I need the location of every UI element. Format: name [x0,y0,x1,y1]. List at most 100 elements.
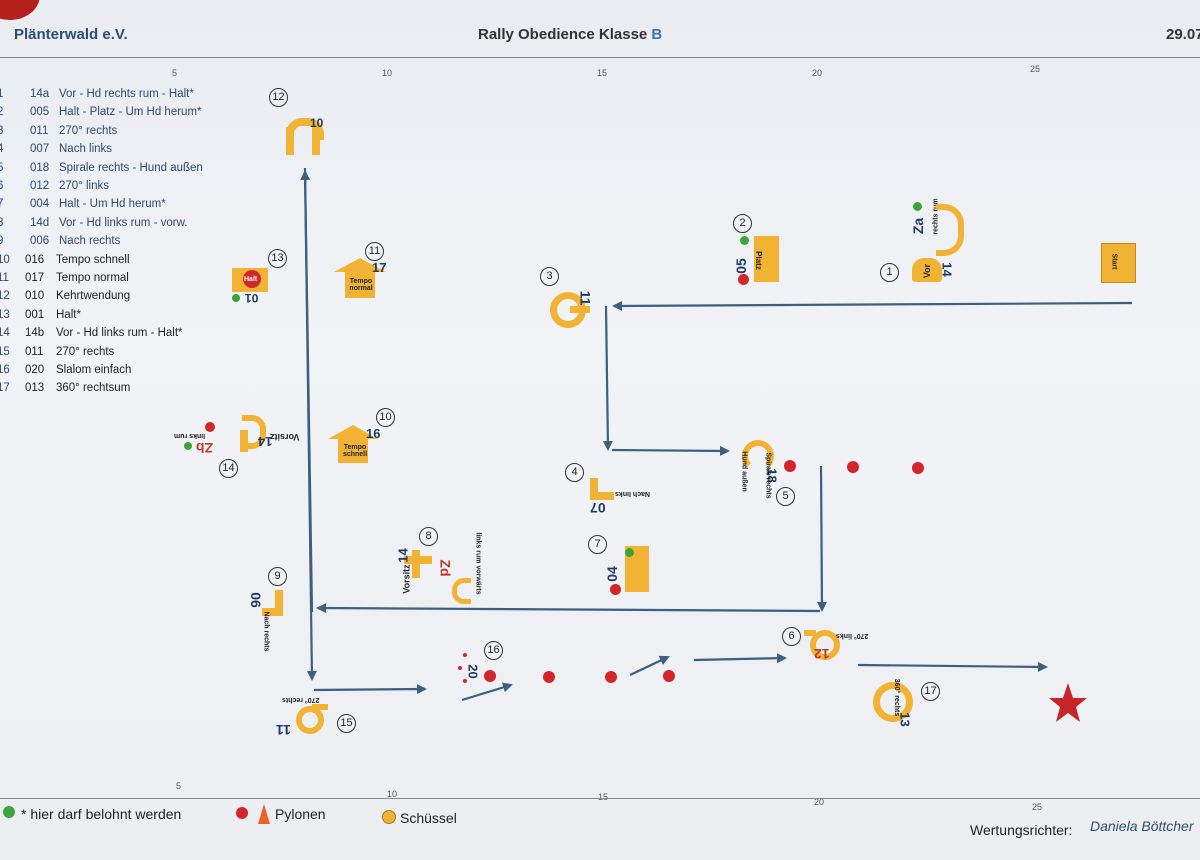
station-17-circle-icon [873,682,913,722]
reward-icon [625,548,634,557]
station-5-text: Spirale rechts [764,452,772,499]
legend-index: 4 [0,143,4,156]
ruler-bottom-10: 10 [387,789,398,799]
station-12-arch-icon [286,118,324,140]
legend-index: 3 [0,124,4,137]
legend-row: 11017Tempo normal [0,272,260,289]
path-up-to-12 [300,170,314,613]
station-3-number: 11 [577,290,594,306]
start-sign: Start [1101,243,1136,283]
legend-code: 016 [25,253,45,266]
pylon-dot-icon [236,807,248,819]
station-12-sign [286,127,294,155]
path-5-to-6 [816,465,827,612]
station-number-3: 3 [540,267,559,286]
judge-label: Wertungsrichter: [970,822,1073,838]
station-9-arrow-bar [262,608,282,616]
legend-index: 5 [0,161,4,174]
legend-index: 7 [0,198,4,211]
legend-index: 17 [0,382,10,395]
station-14-text: links rum [174,432,206,439]
station-7-number: 04 [603,566,620,582]
station-number-5: 5 [776,487,795,506]
legend-label: Vor - Hd rechts rum - Halt* [59,88,194,100]
traffic-cone-icon [258,804,270,824]
station-11-sign [345,272,375,298]
pylon [543,671,555,683]
header-divider [0,57,1200,58]
ruler-bottom-15: 15 [598,792,609,802]
station-number-16: 16 [484,641,503,660]
reward-icon [913,202,922,211]
station-8-arrow-icon [412,550,420,578]
station-17-text: 360° rechts [893,678,901,717]
station-8-curve-icon [452,578,471,604]
station-9-arrow-icon [275,590,283,616]
halt-icon [205,422,215,432]
legend-index: 15 [0,345,10,358]
legend-code: 013 [25,382,45,395]
station-15-loop-icon [296,706,324,734]
reward-icon [740,236,749,245]
legend-label: Nach links [59,143,113,156]
legend-label: 360° rechtsum [56,382,131,395]
judge-name: Daniela Böttcher [1090,818,1194,834]
station-number-2: 2 [733,214,752,233]
station-number-6: 6 [782,627,801,646]
station-2-number: 05 [732,258,749,274]
legend-index: 12 [0,290,10,303]
station-10-sign [338,438,368,463]
legend-index: 2 [0,106,4,119]
legend-label: Halt* [56,308,81,321]
legend-index: 6 [0,180,4,192]
station-number-17: 17 [921,682,940,701]
legend-label: Nach rechts [59,235,121,248]
pylon [663,670,675,682]
legend-label: Halt - Platz - Um Hd herum* [59,106,202,119]
station-8-arrow-bar [404,556,432,564]
legend-code: 020 [25,364,45,376]
station-14-curve-icon [242,415,266,449]
halt-icon [243,270,261,288]
legend-label: Kehrtwendung [56,290,131,303]
station-6-text: 270° links [836,632,869,639]
station-8-vor: Vorsitz [401,564,412,594]
legend-index: 14 [0,327,10,340]
station-number-15: 15 [337,714,356,733]
pylon [784,460,796,472]
pylon [484,670,496,682]
path-slalom-2 [629,655,670,676]
path-slalom-1 [461,682,513,702]
station-number-13: 13 [268,249,287,268]
station-4-text: Nach links [615,490,651,497]
legend-label: 270° rechts [59,124,118,137]
legend-label: Tempo normal [56,272,129,284]
path-to-finish [857,661,1048,672]
path-15-to-16 [313,684,427,695]
station-13-number: 01 [245,291,259,305]
station-10-number: 16 [366,426,381,441]
station-3-bar [570,306,590,313]
station-12-number: 10 [310,116,324,130]
legend-reward-text: * hier darf belohnt werden [21,806,182,822]
legend-label: 270° links [59,180,109,192]
footer-divider [0,798,1200,799]
legend-bowl-text: Schüssel [400,810,457,826]
slalom-marker [463,653,467,657]
station-2-text: Platz [753,251,763,270]
station-number-8: 8 [419,527,438,546]
legend-index: 10 [0,253,10,266]
station-16-number: 20 [465,664,481,679]
station-10-roof-icon [328,425,378,439]
ruler-bottom-20: 20 [814,797,825,807]
station-14-bar [240,430,248,452]
station-number-4: 4 [565,463,584,482]
